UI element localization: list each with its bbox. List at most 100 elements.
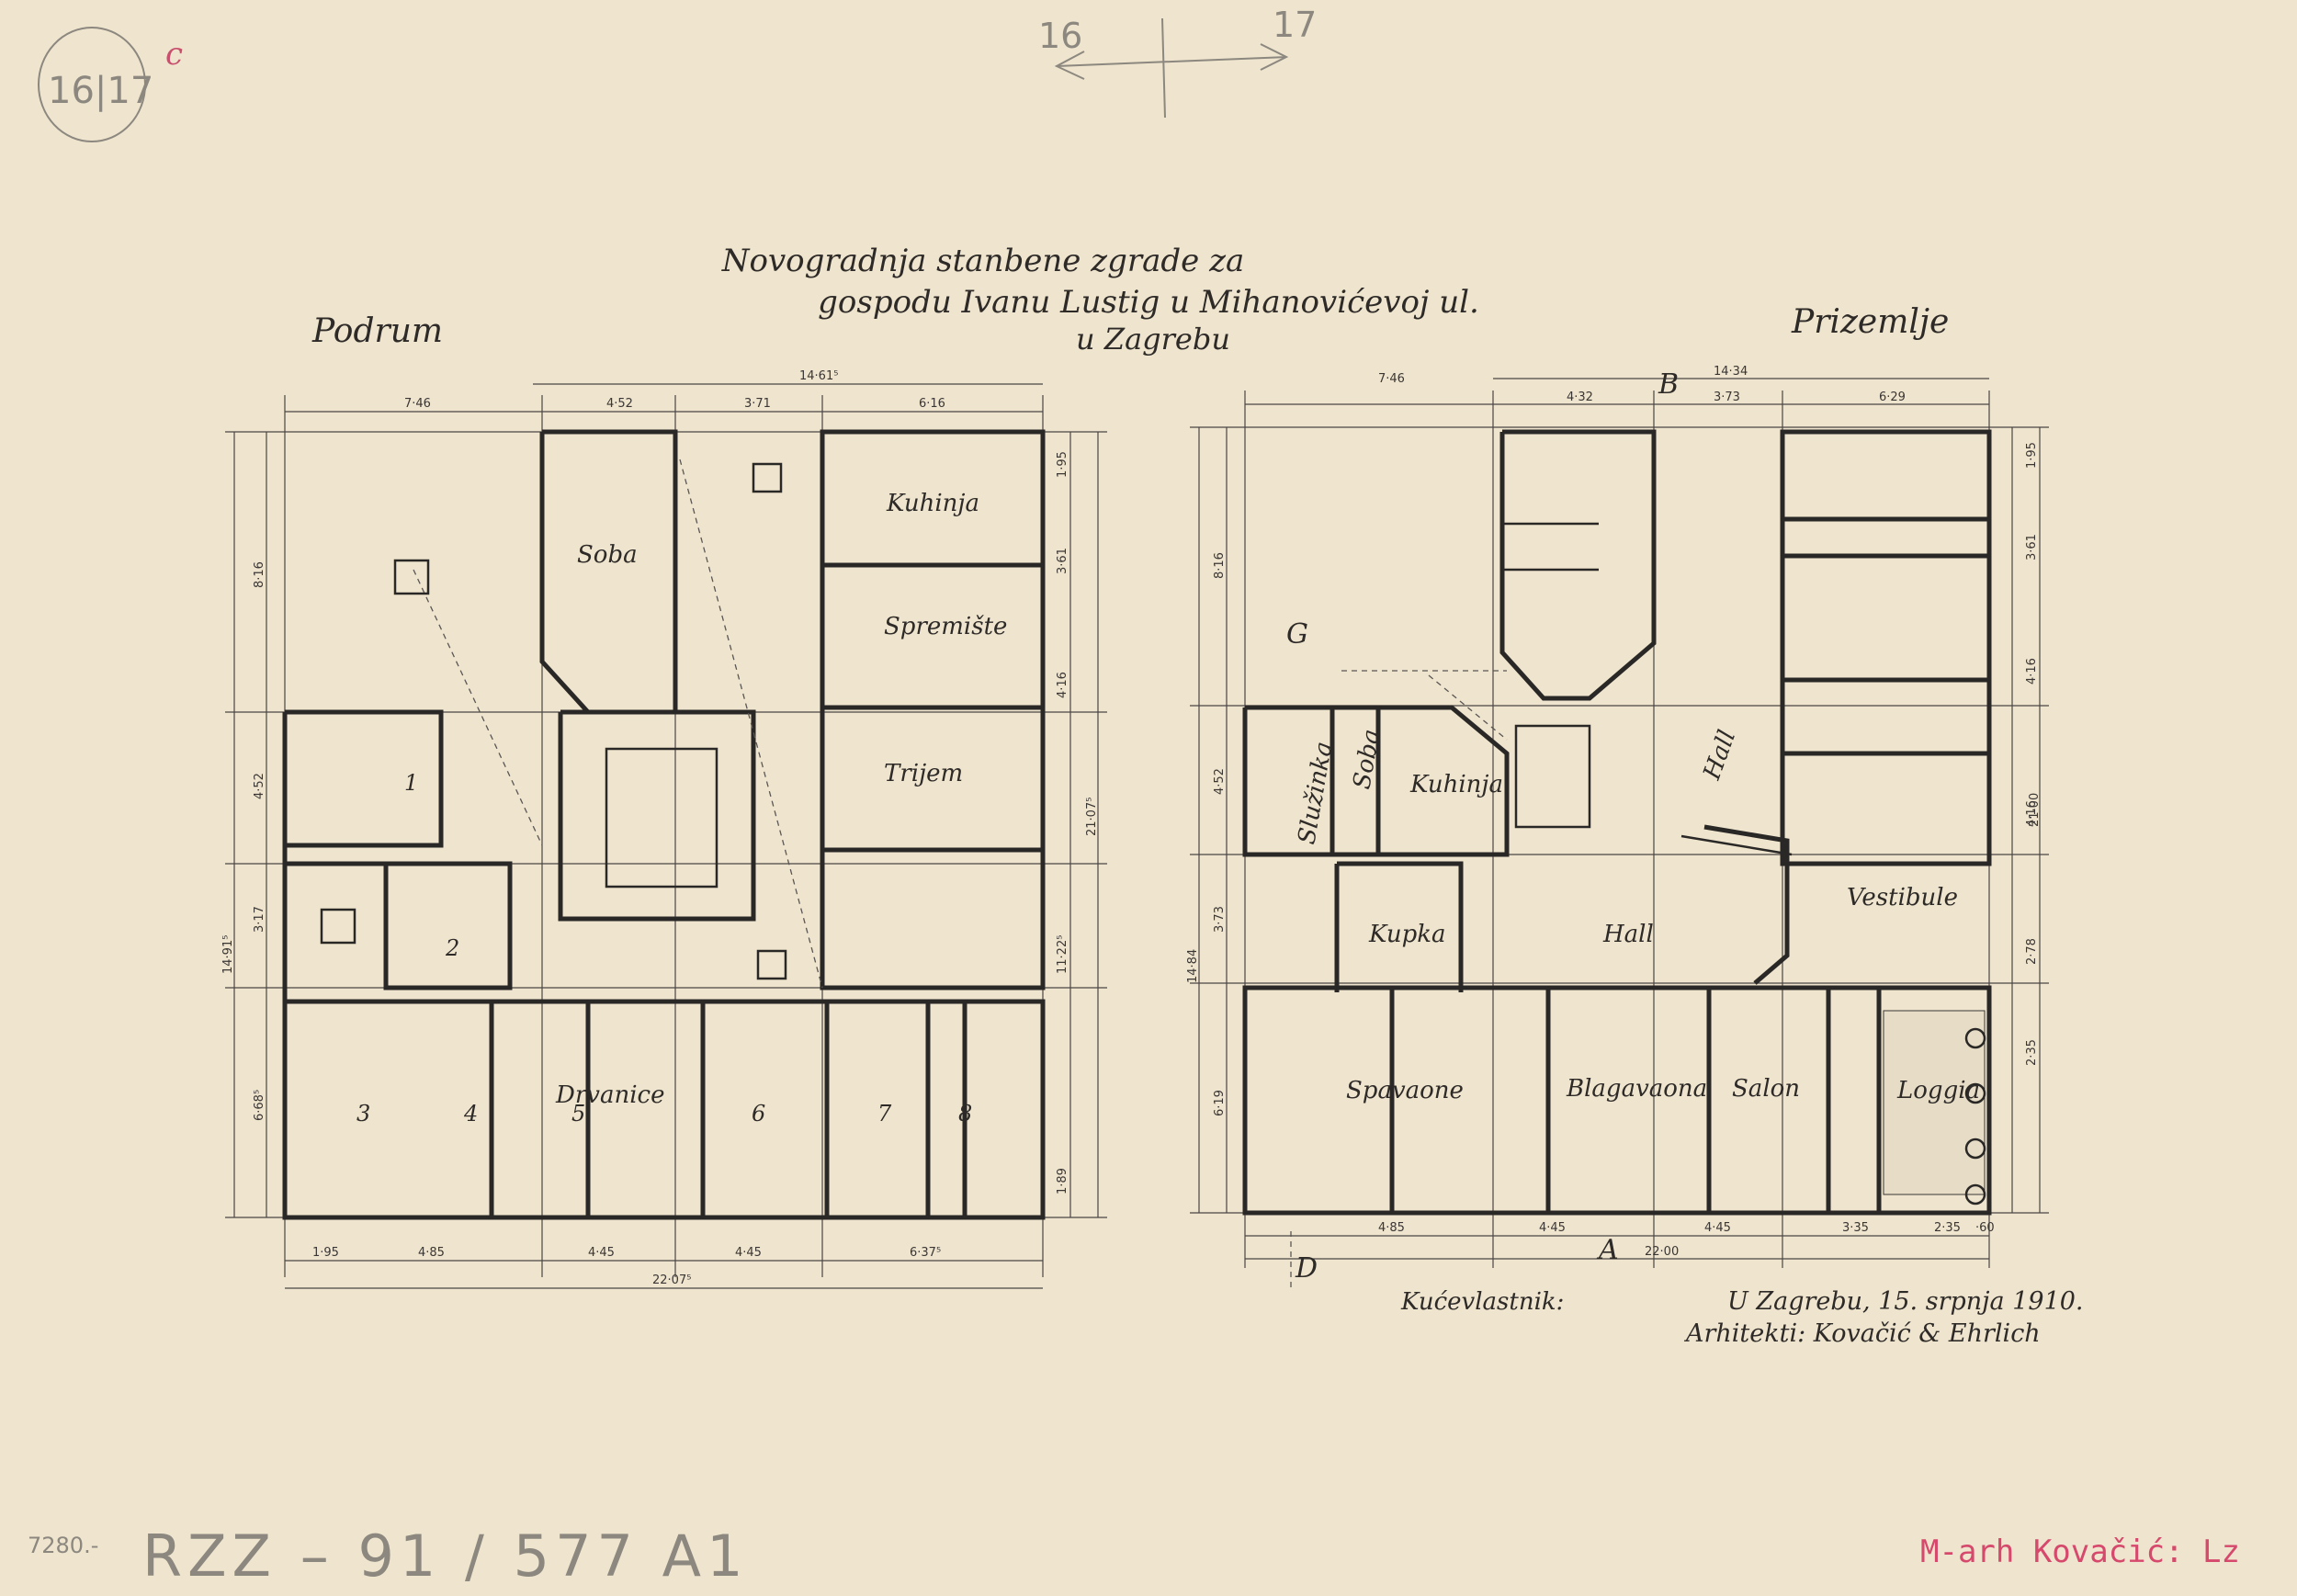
dim-bottom-1: 1·95 [312, 1246, 339, 1260]
gdim-bottom-4: 3·35 [1842, 1221, 1869, 1235]
dim-top-4: 6·16 [919, 397, 945, 411]
sheet-right-number: 17 [1273, 5, 1317, 45]
basement-walls [282, 429, 1046, 1220]
basement-room-labels: Soba Kuhinja Spremište Trijem Drvanice 1… [356, 490, 1007, 1126]
gdim-bottom-6: ·60 [1975, 1221, 1995, 1235]
section-mark-a: A [1596, 1234, 1619, 1266]
storage-3: 3 [356, 1101, 370, 1126]
sheet-continuation-arrow: 16 17 [1038, 5, 1317, 119]
section-mark-d: D [1295, 1252, 1318, 1285]
room-g-kuhinja: Kuhinja [1409, 771, 1503, 798]
dim-top-3: 3·71 [744, 397, 771, 411]
gdim-top-3: 3·73 [1714, 391, 1740, 404]
gdim-top-4: 6·29 [1879, 391, 1906, 404]
gdim-right-total: 21·00 [2028, 793, 2042, 827]
room-spavaone: Spavaone [1346, 1077, 1464, 1104]
sheet-mark-suffix: c [165, 36, 183, 73]
gdim-top-total: 14·34 [1714, 365, 1748, 379]
room-drvanice: Drvanice [555, 1081, 664, 1109]
dim-left-1: 8·16 [253, 561, 266, 588]
dim-bottom-3: 4·45 [588, 1246, 615, 1260]
ground-walls [1242, 429, 1992, 1291]
gdim-left-total: 14·84 [1186, 949, 1200, 983]
gdim-right-2: 3·61 [2025, 534, 2039, 560]
storage-6: 6 [752, 1101, 765, 1126]
dim-left-total: 14·91⁵ [221, 935, 235, 974]
title-line-2: gospodu Ivanu Lustig u Mihanovićevoj ul. [818, 284, 1479, 321]
dim-bottom-2: 4·85 [418, 1246, 445, 1260]
title-line-3: u Zagrebu [1076, 322, 1230, 357]
ground-dimension-labels: 7·46 4·32 3·73 6·29 14·34 4·85 4·45 4·45… [1186, 365, 2042, 1259]
room-kuhinja: Kuhinja [886, 490, 979, 517]
architects-signature: Arhitekti: Kovačić & Ehrlich [1683, 1319, 2041, 1348]
title-line-1: Novogradnja stanbene zgrade za [721, 243, 1245, 279]
gdim-top-2: 4·32 [1567, 391, 1593, 404]
dim-top-2: 4·52 [606, 397, 633, 411]
section-mark-b: B [1658, 368, 1679, 401]
dim-left-4: 6·68⁵ [253, 1090, 266, 1121]
dim-right-total: 21·07⁵ [1085, 798, 1099, 836]
gdim-right-6: 2·35 [2025, 1039, 2039, 1066]
dim-top-total: 14·61⁵ [799, 369, 838, 383]
dim-bottom-4: 4·45 [735, 1246, 762, 1260]
storage-8: 8 [958, 1101, 972, 1126]
storage-7: 7 [877, 1101, 892, 1126]
dim-right-2: 3·61 [1056, 548, 1069, 574]
gdim-left-4: 6·19 [1213, 1090, 1227, 1116]
sheet-left-number: 16 [1038, 16, 1082, 56]
dim-right-3: 4·16 [1056, 672, 1069, 698]
room-salon: Salon [1732, 1075, 1800, 1103]
section-mark-g: G [1286, 618, 1308, 651]
dim-bottom-total: 22·07⁵ [652, 1273, 691, 1287]
room-trijem: Trijem [884, 760, 963, 787]
dim-right-4: 11·22⁵ [1056, 935, 1069, 974]
dim-bottom-5: 6·37⁵ [910, 1246, 941, 1260]
gdim-bottom-total: 22·00 [1645, 1245, 1679, 1259]
sheet-mark-number: 16|17 [48, 70, 153, 112]
gdim-bottom-3: 4·45 [1704, 1221, 1731, 1235]
ground-plan-label: Prizemlje [1791, 303, 1949, 341]
archive-prefix: 7280.- [28, 1533, 98, 1558]
room-spremiste: Spremište [884, 613, 1007, 640]
storage-5: 5 [571, 1101, 585, 1126]
storage-1: 1 [404, 770, 418, 796]
room-blagavaona: Blagavaona [1566, 1075, 1707, 1103]
room-loggia: Loggia [1896, 1077, 1980, 1104]
sheet-mark: 16|17 c [38, 27, 183, 142]
basement-plan-label: Podrum [311, 312, 443, 350]
room-vestibule: Vestibule [1847, 884, 1958, 911]
gdim-bottom-2: 4·45 [1539, 1221, 1566, 1235]
gdim-left-2: 4·52 [1213, 768, 1227, 795]
dim-top-1: 7·46 [404, 397, 431, 411]
gdim-bottom-1: 4·85 [1378, 1221, 1405, 1235]
owner-label: Kućevlastnik: [1400, 1288, 1564, 1316]
archive-code: RZZ – 91 / 577 A1 [142, 1522, 749, 1590]
basement-plan: Podrum 7·46 4·52 3·71 6·16 [221, 312, 1107, 1289]
room-hall-lower: Hall [1602, 921, 1654, 948]
gdim-bottom-5: 2·35 [1934, 1221, 1961, 1235]
storage-2: 2 [445, 935, 459, 961]
room-soba: Soba [577, 541, 638, 569]
section-marks: B G D A [1286, 368, 1679, 1285]
room-kupka: Kupka [1368, 921, 1446, 948]
gdim-right-4: 4·16 [2025, 800, 2039, 827]
gdim-left-3: 3·73 [1213, 906, 1227, 933]
dim-left-2: 4·52 [253, 773, 266, 799]
storage-4: 4 [463, 1101, 478, 1126]
gdim-right-5: 2·78 [2025, 938, 2039, 965]
gdim-right-1: 1·95 [2025, 442, 2039, 469]
gdim-right-3: 4·16 [2025, 658, 2039, 685]
dim-right-1: 1·95 [1056, 451, 1069, 478]
place-date: U Zagrebu, 15. srpnja 1910. [1727, 1287, 2084, 1316]
gdim-top-1: 7·46 [1378, 372, 1405, 386]
drawing-title: Novogradnja stanbene zgrade za gospodu I… [721, 243, 1479, 357]
basement-dimension-labels: 7·46 4·52 3·71 6·16 14·61⁵ 1·95 4·85 4·4… [221, 369, 1099, 1287]
archive-markings: 7280.- RZZ – 91 / 577 A1 M-arh Kovačić: … [28, 1522, 2240, 1590]
gdim-left-1: 8·16 [1213, 552, 1227, 579]
archive-red-note: M-arh Kovačić: Lz [1920, 1534, 2240, 1570]
signature-block: Kućevlastnik: U Zagrebu, 15. srpnja 1910… [1400, 1287, 2084, 1348]
dim-right-5: 1·89 [1056, 1168, 1069, 1194]
dim-left-3: 3·17 [253, 906, 266, 933]
